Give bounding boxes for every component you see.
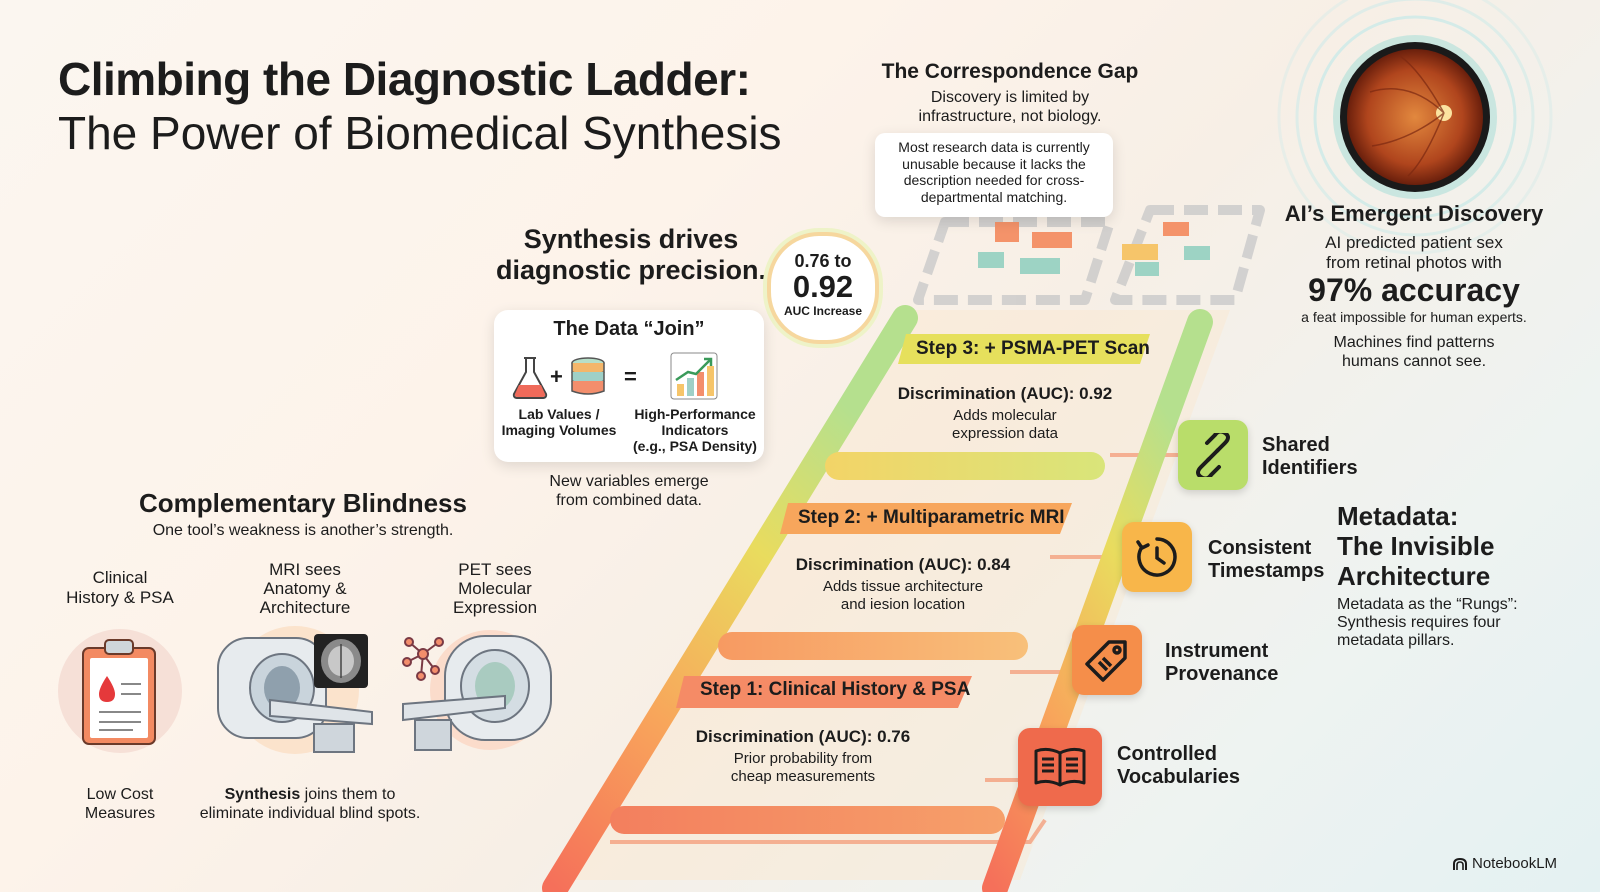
step3-body: Discrimination (AUC): 0.92 Adds molecula… (897, 384, 1113, 442)
page-subtitle: The Power of Biomedical Synthesis (58, 107, 782, 159)
plus-sign: + (550, 364, 563, 389)
book-icon (1034, 747, 1086, 787)
data-join-card: The Data “Join” + = Lab Values / Imaging… (494, 310, 764, 462)
mri-label: MRI sees Anatomy & Architecture (259, 560, 351, 617)
pillar-label-controlled-vocabularies: Controlled Vocabularies (1117, 743, 1241, 788)
step2-label: Step 2: + Multiparametric MRI (798, 507, 1065, 528)
ai-discovery-note: a feat impossible for human experts. (1301, 309, 1527, 325)
tag-icon (1085, 640, 1127, 682)
step2-body: Discrimination (AUC): 0.84 Adds tissue a… (795, 555, 1011, 613)
pillar-label-shared-identifiers: Shared Identifiers (1262, 434, 1358, 479)
pet-scanner-icon (402, 630, 552, 751)
synthesis-caption: Synthesis joins them to eliminate indivi… (199, 786, 421, 822)
low-cost-caption: Low Cost Measures (84, 786, 156, 822)
ai-discovery-conclusion: Machines find patterns humans cannot see… (1333, 334, 1495, 370)
retina-image (1347, 49, 1483, 185)
brand-mark: NotebookLM (1452, 855, 1557, 872)
ai-discovery-heading: AI’s Emergent Discovery (1284, 201, 1544, 226)
join-input-label: Lab Values / Imaging Volumes (501, 406, 617, 438)
pet-label: PET sees Molecular Expression (452, 560, 538, 617)
ai-discovery-text: AI predicted patient sex from retinal ph… (1325, 233, 1503, 272)
mri-scanner-icon (217, 626, 373, 754)
correspondence-gap-heading: The Correspondence Gap (881, 60, 1139, 83)
step1-body: Discrimination (AUC): 0.76 Prior probabi… (695, 727, 911, 785)
step3-label: Step 3: + PSMA-PET Scan (916, 338, 1150, 359)
step1-label: Step 1: Clinical History & PSA (700, 679, 971, 700)
blindness-heading: Complementary Blindness (139, 488, 467, 518)
auc-increase-badge: 0.76 to 0.92 AUC Increase (767, 232, 879, 344)
notebooklm-logo-icon (1453, 857, 1467, 870)
correspondence-gap-note: Most research data is currently unusable… (875, 133, 1113, 217)
link-icon (1196, 433, 1230, 477)
data-join-caption: New variables emerge from combined data. (549, 473, 709, 509)
join-output-label: High-Performance Indicators (e.g., PSA D… (633, 406, 757, 454)
correspondence-gap-subtitle: Discovery is limited by infrastructure, … (918, 89, 1102, 125)
page-title: Climbing the Diagnostic Ladder: (58, 53, 751, 105)
flask-icon (512, 357, 548, 399)
bar-chart-up-icon (670, 352, 718, 400)
clock-icon (1136, 537, 1177, 577)
pillar-controlled-vocabularies (1018, 728, 1102, 806)
data-join-title: The Data “Join” (553, 318, 705, 340)
pillar-label-consistent-timestamps: Consistent Timestamps (1208, 537, 1325, 582)
equals-sign: = (624, 364, 637, 389)
clipboard-icon (58, 629, 182, 753)
pillar-instrument-provenance (1072, 625, 1142, 695)
pillar-consistent-timestamps (1122, 522, 1192, 592)
blindness-subtitle: One tool’s weakness is another’s strengt… (152, 522, 454, 539)
clinical-label: Clinical History & PSA (66, 568, 174, 607)
metadata-description: Metadata as the “Rungs”: Synthesis requi… (1337, 596, 1518, 649)
metadata-heading: Metadata: The Invisible Architecture (1337, 501, 1495, 591)
pillar-label-instrument-provenance: Instrument Provenance (1165, 640, 1279, 685)
synthesis-heading: Synthesis drives diagnostic precision. (495, 224, 767, 285)
ai-accuracy-value: 97% accuracy (1308, 272, 1520, 308)
database-icon (571, 357, 605, 395)
pillar-shared-identifiers (1178, 420, 1248, 490)
